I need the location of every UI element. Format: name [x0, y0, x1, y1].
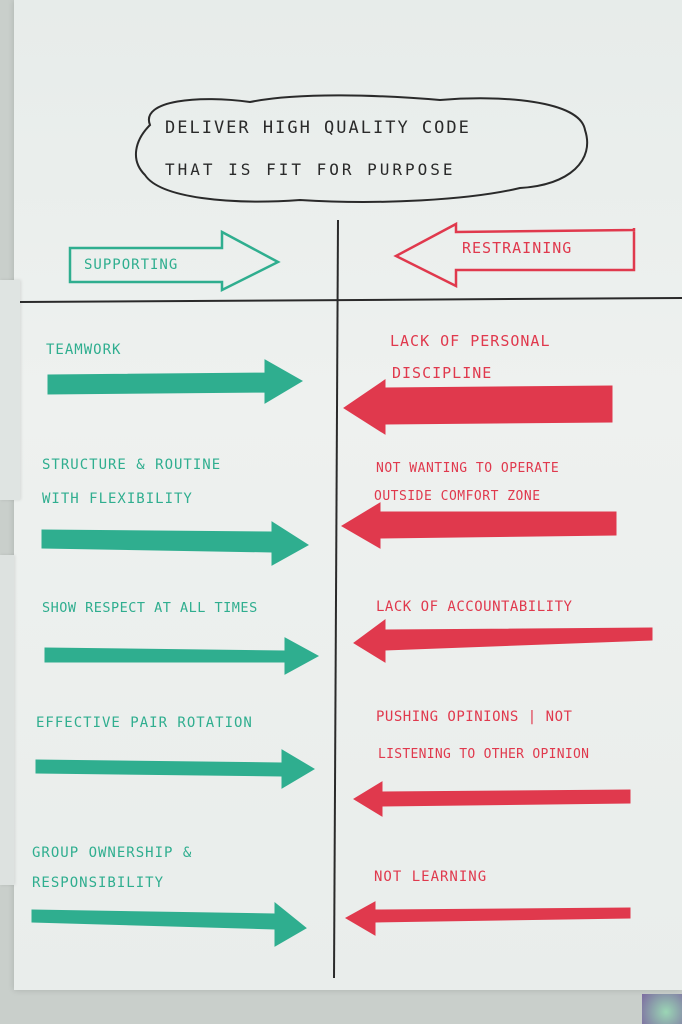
goal-line-1: DELIVER HIGH QUALITY CODE — [165, 118, 471, 138]
flipchart-paper — [14, 0, 682, 990]
restraining-force-2-line-2: OUTSIDE COMFORT ZONE — [374, 489, 541, 504]
background-object — [642, 994, 682, 1024]
restraining-force-1-line-2: DISCIPLINE — [392, 364, 493, 382]
supporting-arrow-1 — [47, 359, 303, 404]
restraining-arrow-1 — [343, 379, 613, 435]
restraining-arrow-5 — [344, 901, 631, 936]
supporting-header-arrow — [68, 229, 281, 293]
supporting-force-5-line-1: GROUP OWNERSHIP & — [32, 845, 193, 861]
restraining-force-3-line-1: LACK OF ACCOUNTABILITY — [376, 599, 573, 615]
restraining-force-5-line-1: NOT LEARNING — [374, 869, 488, 885]
paper-edge-left — [0, 280, 20, 500]
restraining-header-arrow — [393, 221, 636, 289]
supporting-header-label: SUPPORTING — [84, 257, 179, 273]
vertical-divider — [333, 219, 339, 979]
restraining-force-1-line-1: LACK OF PERSONAL — [390, 332, 551, 350]
restraining-header-label: RESTRAINING — [462, 239, 573, 257]
horizontal-divider — [19, 297, 682, 303]
goal-cloud-outline — [135, 94, 589, 203]
supporting-arrow-2 — [41, 521, 309, 566]
restraining-force-4-line-2: LISTENING TO OTHER OPINION — [378, 747, 590, 762]
goal-line-2: THAT IS FIT FOR PURPOSE — [165, 160, 456, 179]
supporting-arrow-5 — [31, 901, 307, 947]
supporting-force-1-line-1: TEAMWORK — [46, 342, 122, 358]
supporting-force-2-line-2: WITH FLEXIBILITY — [42, 491, 193, 507]
restraining-arrow-4 — [353, 781, 631, 817]
supporting-force-2-line-1: STRUCTURE & ROUTINE — [42, 457, 222, 473]
restraining-arrow-2 — [341, 502, 617, 549]
restraining-force-2-line-1: NOT WANTING TO OPERATE — [376, 461, 560, 476]
supporting-force-3-line-1: SHOW RESPECT AT ALL TIMES — [42, 600, 258, 616]
restraining-force-4-line-1: PUSHING OPINIONS | NOT — [376, 709, 573, 725]
supporting-arrow-3 — [44, 637, 320, 675]
restraining-arrow-3 — [353, 619, 653, 663]
supporting-force-5-line-2: RESPONSIBILITY — [32, 875, 165, 891]
supporting-arrow-4 — [35, 749, 315, 789]
supporting-force-4-line-1: EFFECTIVE PAIR ROTATION — [36, 715, 253, 731]
paper-edge-left-lower — [0, 555, 14, 885]
